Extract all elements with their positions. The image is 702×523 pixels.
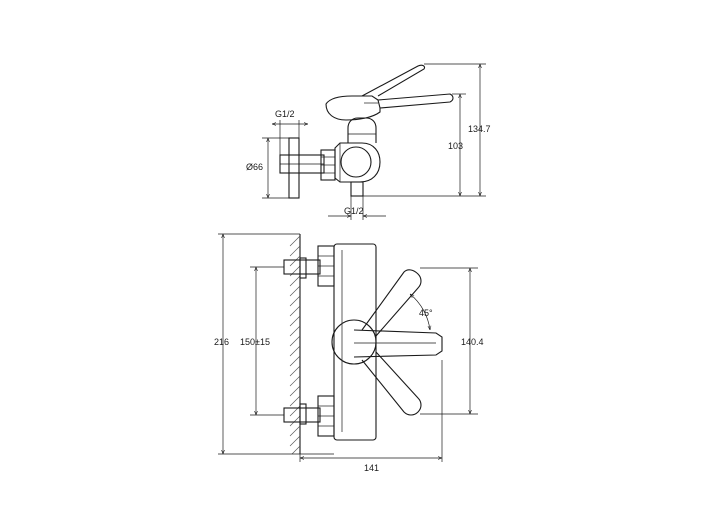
dim-thread-top-label: G1/2 <box>275 109 295 119</box>
dim-flange-dia-label: Ø66 <box>246 162 263 172</box>
side-outlet <box>350 181 364 197</box>
dim-flange-dia: Ø66 <box>246 137 289 199</box>
dim-height-134: 134.7 <box>424 63 491 196</box>
dim-height-103: 103 <box>363 93 486 197</box>
dim-handle-140: 140.4 <box>420 267 484 415</box>
wall-hatch <box>289 234 301 455</box>
dim-thread-bottom: G1/2 <box>328 196 386 220</box>
dim-thread-top: G1/2 <box>272 109 308 155</box>
upper-connection <box>283 245 335 287</box>
side-wall-flange <box>288 137 300 199</box>
side-view: G1/2 Ø66 G1/2 103 134.7 <box>246 63 491 220</box>
side-body <box>334 142 381 183</box>
dim-height-103-label: 103 <box>448 141 463 151</box>
side-cartridge <box>347 117 377 143</box>
handle-hub <box>331 319 377 365</box>
dim-handle-140-label: 140.4 <box>461 337 484 347</box>
dim-height-134-label: 134.7 <box>468 124 491 134</box>
dim-angle-label: 45° <box>419 308 433 318</box>
handle-down <box>361 351 422 416</box>
handle-up <box>361 269 422 337</box>
dim-center-150: 150±15 <box>240 266 284 416</box>
side-fitting <box>279 154 325 174</box>
side-handle <box>325 64 454 121</box>
dim-depth-141-label: 141 <box>364 463 379 473</box>
dim-thread-bottom-label: G1/2 <box>344 206 364 216</box>
handle-level <box>353 329 443 358</box>
lower-connection <box>283 395 335 437</box>
dim-total-216: 216 <box>214 233 334 455</box>
dim-center-150-label: 150±15 <box>240 337 270 347</box>
front-view: 45° 216 150±15 140.4 141 <box>214 233 484 473</box>
dim-angle: 45° <box>410 294 433 330</box>
side-nut <box>320 149 336 181</box>
mixer-body <box>333 243 377 441</box>
dim-total-216-label: 216 <box>214 337 229 347</box>
dim-depth-141: 141 <box>299 360 443 473</box>
